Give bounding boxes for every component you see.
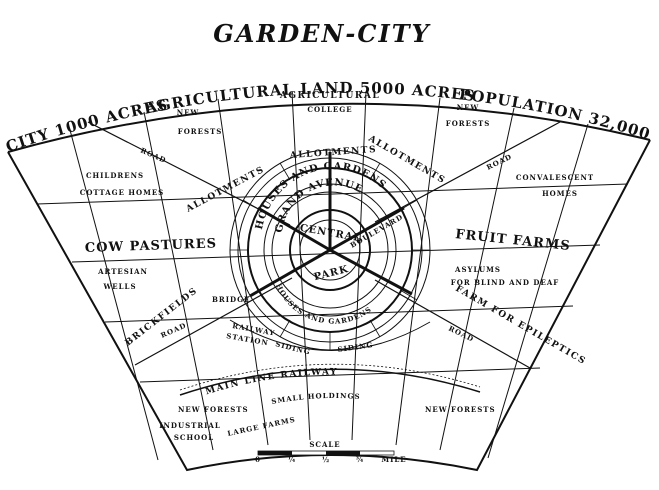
scale-unit: MILE [381, 455, 406, 464]
scale-bar: SCALE 0 ¼ ½ ¾ MILE [255, 440, 406, 464]
label-artesian-2: WELLS [102, 282, 136, 291]
small-holdings-wrap: SMALL HOLDINGS [271, 391, 361, 406]
label-new-forests-left-2: FORESTS [178, 127, 223, 136]
label-asylums-1: ASYLUMS [454, 265, 501, 274]
label-asylums-2: FOR BLIND AND DEAF [451, 278, 559, 287]
scale-label: SCALE [309, 440, 340, 449]
label-bridge: BRIDGE [212, 295, 250, 304]
label-convalescent-2: HOMES [542, 189, 578, 198]
label-childrens-2: COTTAGE HOMES [80, 188, 165, 197]
label-agricultural-college-1: AGRICULTURAL [279, 91, 380, 101]
label-road-lower-right: ROAD [447, 324, 476, 344]
header-population: POPULATION 32,000 [458, 85, 653, 143]
label-small-holdings: SMALL HOLDINGS [271, 391, 361, 406]
label-artesian-1: ARTESIAN [97, 267, 148, 276]
city-rail-loop [229, 319, 431, 351]
header-pop-wrap: POPULATION 32,000 [458, 85, 653, 143]
label-new-forests-bottom-left: NEW FORESTS [178, 405, 249, 414]
label-large-farms: LARGE FARMS [227, 415, 297, 438]
label-road-left: ROAD [139, 146, 168, 165]
label-fruit-farms: FRUIT FARMS [455, 227, 572, 254]
label-allotments-left: ALLOTMENTS [184, 165, 267, 215]
label-road-lower-left: ROAD [159, 320, 188, 339]
main-line-railway-arc [179, 368, 481, 396]
label-new-forests-right-2: FORESTS [446, 119, 491, 128]
label-new-forests-right-1: NEW [457, 103, 480, 112]
scale-tick-1: ¼ [288, 455, 296, 464]
ward-lines [230, 150, 430, 350]
top-boundary-arc [7, 102, 651, 153]
scale-tick-2: ½ [322, 455, 330, 464]
label-new-forests-left-1: NEW [177, 108, 200, 117]
scale-tick-3: ¾ [356, 455, 364, 464]
label-boulevard: BOULEVARD [349, 212, 405, 250]
label-convalescent-1: CONVALESCENT [516, 173, 594, 182]
scale-tick-0: 0 [255, 455, 261, 464]
label-siding-left: SIDING [275, 339, 312, 356]
label-industrial-1: INDUSTRIAL [159, 421, 221, 430]
label-cow-pastures: COW PASTURES [85, 236, 218, 256]
label-agricultural-college-2: COLLEGE [307, 105, 352, 114]
rail-track-arc [179, 363, 481, 391]
label-allotments-top: ALLOTMENTS [289, 145, 378, 161]
label-new-forests-bottom-right: NEW FORESTS [425, 405, 496, 414]
label-industrial-2: SCHOOL [174, 433, 214, 442]
title: GARDEN-CITY [213, 19, 431, 48]
label-childrens-1: CHILDRENS [86, 171, 144, 180]
